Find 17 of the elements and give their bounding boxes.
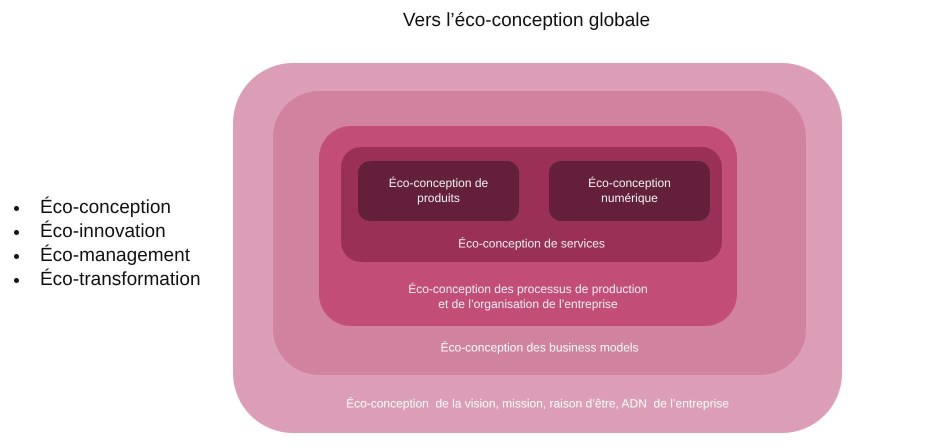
panel-label: Éco-conception de services [458,236,605,252]
panel-label: Éco-conception numérique [587,176,672,206]
diagram-title: Vers l’éco-conception globale [402,10,650,32]
panel-label: Éco-conception des processus de production et de l’organisation de l’entreprise [407,282,649,312]
list-item: Éco-management [40,244,190,267]
panel-label: Éco-conception de produits [388,176,490,206]
panel-label: Éco-conception de la vision, mission, raison d’être, ADN de l’entreprise [346,396,729,412]
rounded-panel [358,161,519,221]
rounded-panel [233,63,842,433]
list-item: Éco-innovation [40,220,166,243]
rounded-panel [273,91,806,375]
list-item: Éco-transformation [40,268,201,291]
rounded-panel [549,161,710,221]
rounded-panel [341,147,722,262]
list-item: Éco-conception [40,196,171,219]
panel-label: Éco-conception des business models [440,340,639,356]
rounded-panel [319,126,737,326]
